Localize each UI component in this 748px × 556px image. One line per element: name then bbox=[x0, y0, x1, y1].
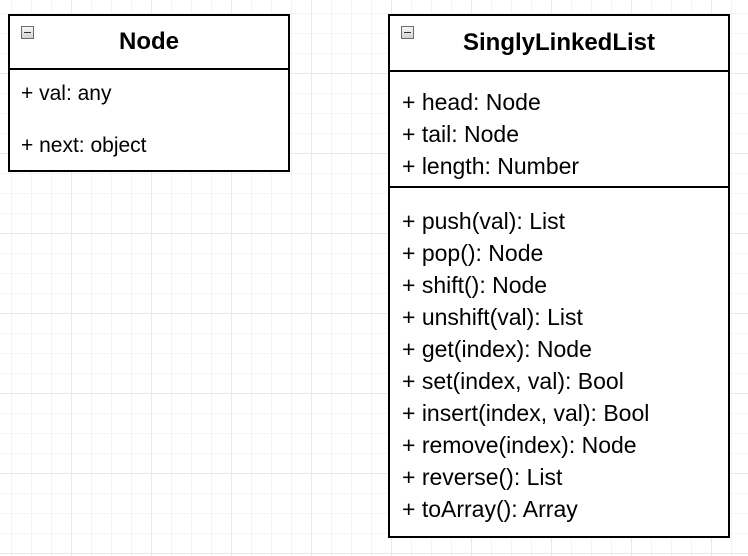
method-row: + remove(index): Node bbox=[402, 432, 637, 458]
method-row: + pop(): Node bbox=[402, 240, 544, 266]
attributes-section: + val: any + next: object bbox=[10, 70, 288, 159]
attribute-row: + next: object bbox=[21, 134, 147, 157]
collapse-minus-icon[interactable] bbox=[401, 26, 414, 39]
class-singly-linked-list[interactable]: SinglyLinkedList + head: Node + tail: No… bbox=[388, 14, 730, 538]
class-title: Node bbox=[119, 28, 179, 55]
collapse-minus-icon[interactable] bbox=[21, 26, 34, 39]
method-row: + get(index): Node bbox=[402, 336, 592, 362]
method-row: + set(index, val): Bool bbox=[402, 368, 624, 394]
class-header[interactable]: Node bbox=[10, 16, 288, 70]
class-header[interactable]: SinglyLinkedList bbox=[390, 16, 728, 72]
method-row: + unshift(val): List bbox=[402, 304, 583, 330]
methods-section: + push(val): List + pop(): Node + shift(… bbox=[390, 188, 728, 525]
method-row: + reverse(): List bbox=[402, 464, 563, 490]
method-row: + push(val): List bbox=[402, 208, 565, 234]
method-row: + insert(index, val): Bool bbox=[402, 400, 650, 426]
class-node[interactable]: Node + val: any + next: object bbox=[8, 14, 290, 172]
class-title: SinglyLinkedList bbox=[462, 29, 656, 56]
attribute-row: + head: Node bbox=[402, 89, 541, 115]
attribute-row: + length: Number bbox=[402, 153, 580, 179]
attributes-section: + head: Node + tail: Node + length: Numb… bbox=[390, 72, 728, 188]
attribute-row: + val: any bbox=[21, 82, 112, 105]
method-row: + toArray(): Array bbox=[402, 496, 578, 522]
attribute-row: + tail: Node bbox=[402, 121, 519, 147]
method-row: + shift(): Node bbox=[402, 272, 548, 298]
